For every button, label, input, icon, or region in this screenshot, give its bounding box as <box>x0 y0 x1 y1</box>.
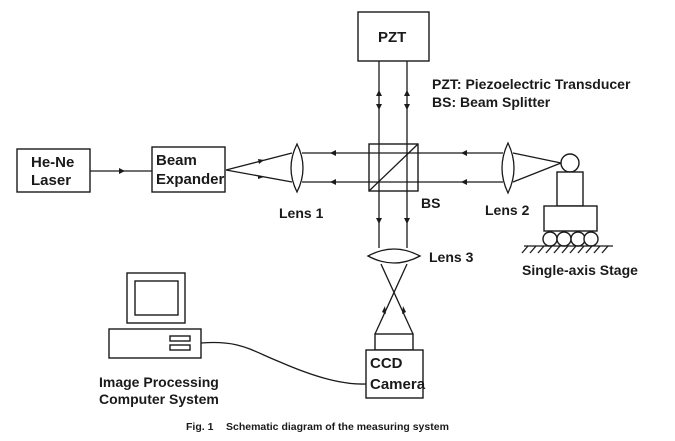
converging-beam-bottom <box>512 162 562 183</box>
ground-hatch <box>585 245 593 254</box>
ground-hatch <box>529 245 537 254</box>
computer <box>108 272 202 359</box>
focus-ray-2 <box>374 263 408 335</box>
beam-arrow <box>330 179 336 185</box>
ground-hatch <box>537 245 545 254</box>
pzt: PZT <box>357 11 430 62</box>
expander-label-line2: Expander <box>156 171 225 188</box>
beam-arrow <box>376 218 382 224</box>
ccd-label-line1: CCD <box>370 355 403 372</box>
beam-arrow <box>404 218 410 224</box>
beam-expander: Beam Expander <box>151 146 226 193</box>
beam-arrow <box>258 176 264 179</box>
drive-slot <box>169 335 191 342</box>
focus-ray-1 <box>380 263 414 335</box>
single-axis-stage <box>521 153 613 254</box>
ground-hatch <box>553 245 561 254</box>
camera-cable <box>200 341 367 385</box>
pzt-label: PZT <box>378 29 406 46</box>
ground-hatch <box>593 245 601 254</box>
ground-hatch <box>561 245 569 254</box>
beam-arrow <box>376 104 382 110</box>
ccd-camera: CCD Camera <box>365 333 426 399</box>
lens-3 <box>366 248 422 264</box>
caption-number: Fig. 1 <box>186 421 214 433</box>
bs-label: BS <box>421 195 440 211</box>
lens-1 <box>290 142 304 194</box>
ground-hatch <box>521 245 529 254</box>
ccd-label-line2: Camera <box>370 376 426 393</box>
ground-hatch <box>577 245 585 254</box>
he-ne-laser: He-Ne Laser <box>16 148 91 193</box>
caption-text: Schematic diagram of the measuring syste… <box>226 421 449 433</box>
legend-bs: BS: Beam Splitter <box>432 94 551 110</box>
target-ball <box>560 153 580 173</box>
beam-arrow <box>402 306 406 314</box>
beam-arrow <box>404 104 410 110</box>
expander-label-line1: Beam <box>156 152 197 169</box>
lens-2 <box>501 141 515 195</box>
ground-hatch <box>545 245 553 254</box>
beam-arrow <box>461 179 467 185</box>
computer-label-line2: Computer System <box>99 391 219 407</box>
drive-slot <box>169 344 191 351</box>
beam-arrow <box>461 150 467 156</box>
ground-hatch <box>601 245 609 254</box>
legend-pzt: PZT: Piezoelectric Transducer <box>432 76 631 92</box>
ground-hatch <box>569 245 577 254</box>
beam-arrow <box>382 306 386 314</box>
beam-arrow <box>258 159 264 164</box>
monitor-screen <box>134 280 179 316</box>
beam-arrow <box>119 168 125 174</box>
lens-3-label: Lens 3 <box>429 249 474 265</box>
laser-label-line1: He-Ne <box>31 154 74 171</box>
converging-beam-top <box>512 152 562 164</box>
computer-label-line1: Image Processing <box>99 374 219 390</box>
diverging-beam-bottom <box>225 169 293 183</box>
computer-base <box>108 328 202 359</box>
beam-arrow <box>330 150 336 156</box>
lens-2-label: Lens 2 <box>485 202 530 218</box>
lens-1-label: Lens 1 <box>279 205 324 221</box>
stage-label: Single-axis Stage <box>522 262 638 278</box>
beam-arrow <box>376 90 382 96</box>
laser-label-line2: Laser <box>31 172 71 189</box>
beam-splitter <box>368 143 419 192</box>
beam-arrow <box>404 90 410 96</box>
